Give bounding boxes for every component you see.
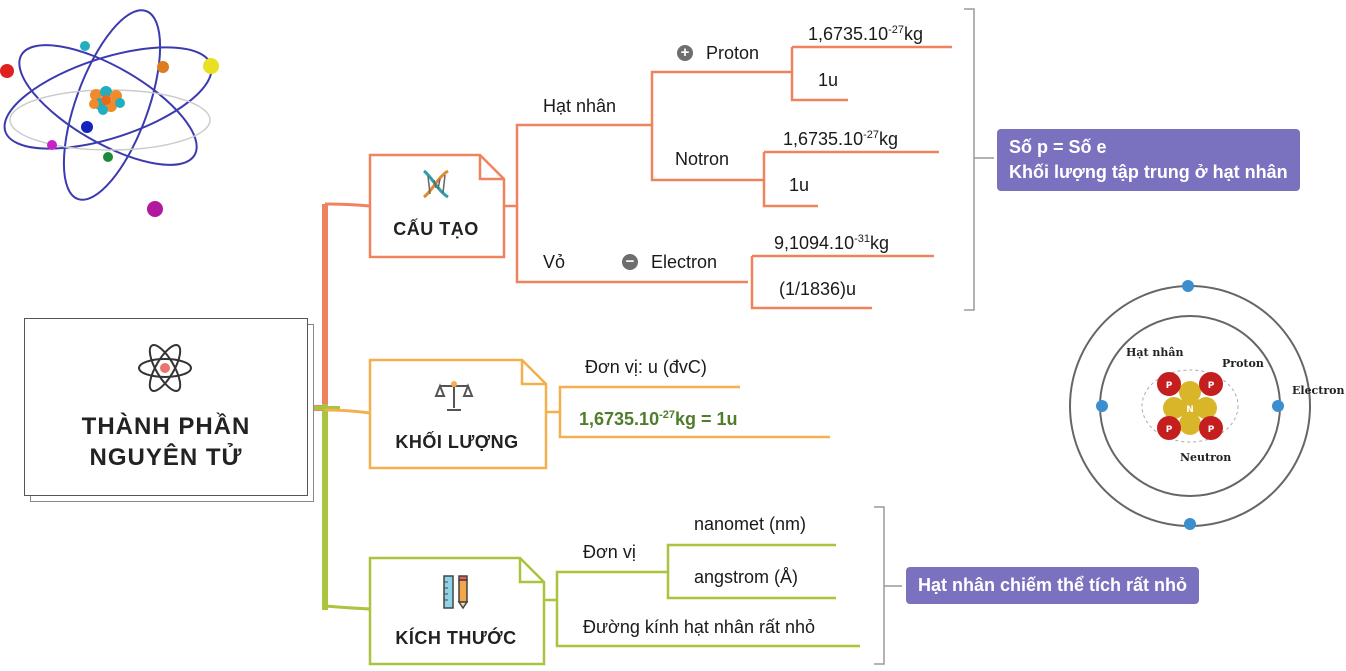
neutron-mass-base: 1,6735.10 <box>783 129 864 149</box>
dna-icon <box>423 169 449 199</box>
proton-letter-2: P <box>1208 381 1215 391</box>
neutron-letter: N <box>1186 405 1194 415</box>
proton-mass-kg: 1,6735.10-27kg <box>808 24 923 45</box>
mass-card[interactable]: KHỐI LƯỢNG <box>368 358 546 470</box>
size-unit-label: Đơn vị <box>583 542 636 562</box>
atom-illustration <box>0 9 219 217</box>
ruler-pencil-icon <box>443 575 469 610</box>
structure-card-frame <box>368 153 506 259</box>
structure-card[interactable]: CẤU TẠO <box>368 153 504 259</box>
nucleus-label: Hạt nhân <box>543 96 617 116</box>
scale-icon <box>434 381 474 411</box>
bohr-nucleus-label: Hạt nhân <box>1126 346 1184 359</box>
neutron-label: Notron <box>675 149 730 169</box>
bohr-atom-diagram: P P P P N Hạt nhân Proton Electron Neutr… <box>1069 280 1344 530</box>
neutron-mass-kg: 1,6735.10-27kg <box>783 129 898 150</box>
size-unit-angstrom: angstrom (Å) <box>694 567 799 587</box>
electron-mass-base: 9,1094.10 <box>774 233 855 253</box>
electron-mass-u: (1/1836)u <box>779 279 857 299</box>
mass-equation-exp: -27 <box>659 409 675 421</box>
size-title: KÍCH THƯỚC <box>395 628 517 648</box>
mass-equation-rest: kg = 1u <box>674 409 738 429</box>
neutron-mass-u: 1u <box>789 175 810 195</box>
central-title-line1: THÀNH PHẦN <box>81 413 251 440</box>
structure-callout-line1: Số p = Số e <box>1009 137 1107 157</box>
mass-unit-label: Đơn vị: u (đvC) <box>585 357 707 377</box>
neutron-mass-exp: -27 <box>863 129 879 141</box>
proton-mass-base: 1,6735.10 <box>808 24 889 44</box>
size-card-frame <box>368 556 546 666</box>
atom-icon <box>138 344 192 392</box>
bohr-neutron-label: Neutron <box>1180 451 1231 464</box>
proton-letter-3: P <box>1166 425 1173 435</box>
bohr-electron-label: Electron <box>1292 384 1344 397</box>
plus-icon: + <box>677 45 693 61</box>
mass-title: KHỐI LƯỢNG <box>395 432 519 452</box>
size-callout[interactable]: Hạt nhân chiếm thể tích rất nhỏ <box>906 567 1200 604</box>
bohr-proton-label: Proton <box>1222 357 1264 370</box>
shell-label: Vỏ <box>543 252 566 272</box>
central-title: THÀNH PHẦN NGUYÊN TỬ <box>25 411 307 473</box>
proton-label: Proton <box>706 43 760 63</box>
mass-equation: 1,6735.10-27kg = 1u <box>579 409 738 430</box>
central-topic-box[interactable]: THÀNH PHẦN NGUYÊN TỬ <box>24 318 308 496</box>
proton-mass-exp: -27 <box>888 24 904 36</box>
proton-mass-unit: kg <box>903 24 923 44</box>
size-unit-nm: nanomet (nm) <box>694 514 807 534</box>
structure-title: CẤU TẠO <box>393 219 479 239</box>
proton-letter-4: P <box>1208 425 1215 435</box>
neutron-mass-unit: kg <box>878 129 898 149</box>
proton-mass-u: 1u <box>818 70 839 90</box>
structure-callout[interactable]: Số p = Số e Khối lượng tập trung ở hạt n… <box>997 129 1300 191</box>
size-diameter-label: Đường kính hạt nhân rất nhỏ <box>583 617 816 637</box>
electron-mass-kg: 9,1094.10-31kg <box>774 233 889 254</box>
electron-mass-exp: -31 <box>854 233 870 245</box>
minus-icon: − <box>622 254 638 270</box>
electron-label: Electron <box>651 252 718 272</box>
central-title-line2: NGUYÊN TỬ <box>89 444 243 471</box>
structure-callout-line2: Khối lượng tập trung ở hạt nhân <box>1009 162 1288 182</box>
electron-mass-unit: kg <box>869 233 889 253</box>
size-card[interactable]: KÍCH THƯỚC <box>368 556 544 664</box>
mass-equation-base: 1,6735.10 <box>579 409 660 429</box>
proton-letter-1: P <box>1166 381 1173 391</box>
mass-card-frame <box>368 358 548 470</box>
